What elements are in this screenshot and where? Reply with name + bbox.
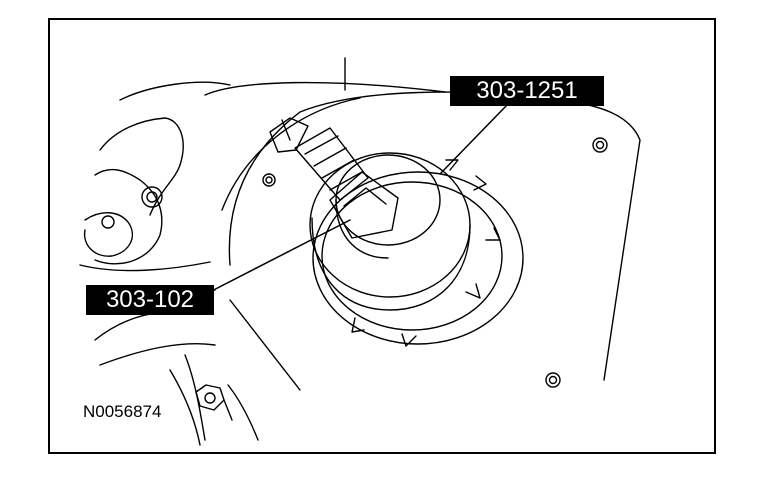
left-bracket	[79, 81, 259, 446]
lower-bolt	[195, 384, 233, 421]
leader-lines	[197, 103, 509, 299]
housing-plate	[204, 57, 641, 391]
forcing-screw	[269, 117, 399, 239]
callout-tool-303-1251: 303-1251	[450, 76, 604, 106]
callout-tool-303-102: 303-102	[86, 285, 214, 315]
figure-number: N0056874	[83, 402, 162, 421]
installer-cup	[309, 152, 471, 311]
plate-studs	[262, 137, 608, 388]
seal-flange	[312, 159, 524, 347]
